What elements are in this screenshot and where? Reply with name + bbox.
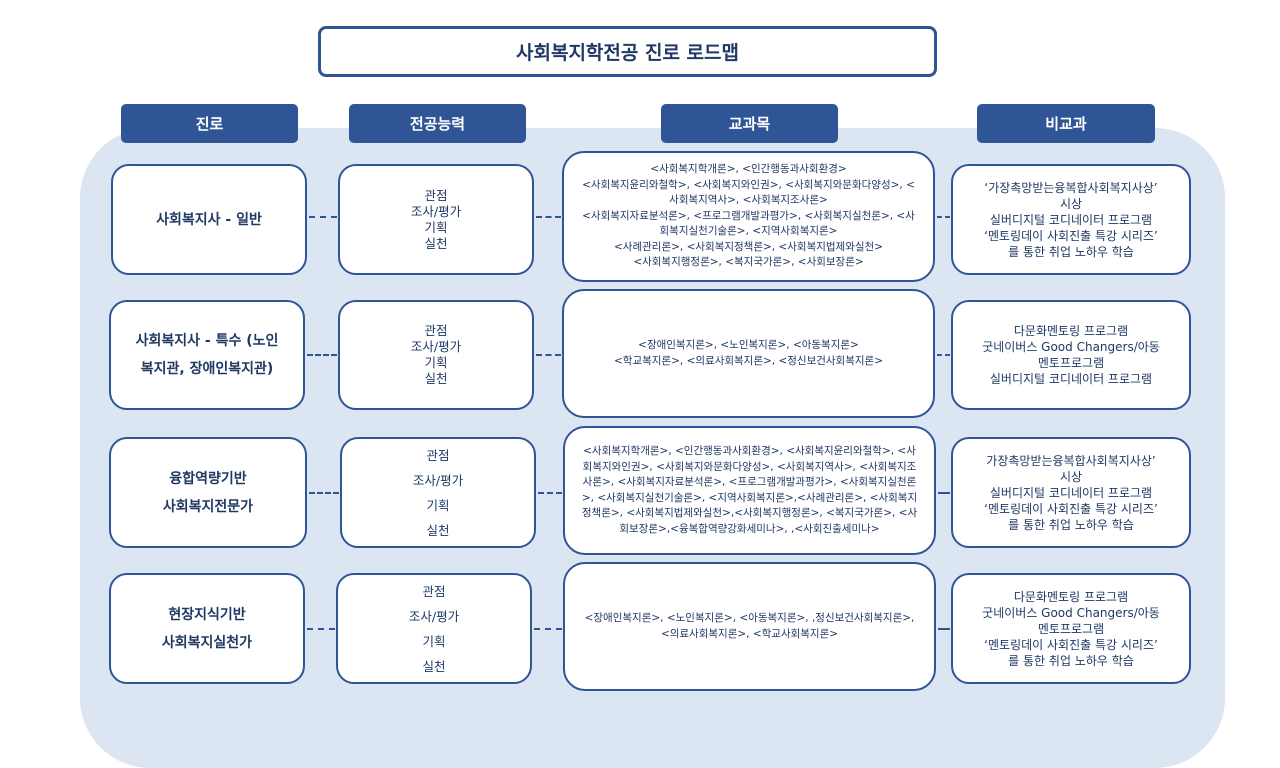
connector bbox=[307, 354, 337, 356]
extracurricular-box: 다문화멘토링 프로그램 굿네이버스 Good Changers/아동 멘토프로그… bbox=[951, 300, 1191, 410]
courses-box: <사회복지학개론>, <인간행동과사회환경> <사회복지윤리와철학>, <사회복… bbox=[562, 151, 935, 282]
connector bbox=[937, 216, 950, 218]
career-box: 현장지식기반 사회복지실천가 bbox=[109, 573, 305, 684]
competency-box: 관점 조사/평가 기획 실천 bbox=[338, 300, 534, 410]
career-box: 사회복지사 - 일반 bbox=[111, 164, 307, 275]
connector bbox=[534, 628, 562, 630]
courses-box: <사회복지학개론>, <인간행동과사회환경>, <사회복지윤리와철학>, <사회… bbox=[563, 426, 936, 555]
connector bbox=[937, 354, 950, 356]
extracurricular-box: 가장촉망받는융복합사회복지사상’ 시상 실버디지털 코디네이터 프로그램 ‘멘토… bbox=[951, 437, 1191, 548]
career-box: 사회복지사 - 특수 (노인 복지관, 장애인복지관) bbox=[109, 300, 305, 410]
courses-box: <장애인복지론>, <노인복지론>, <아동복지론> <학교복지론>, <의료사… bbox=[562, 289, 935, 418]
competency-box: 관점 조사/평가 기획 실천 bbox=[340, 437, 536, 548]
competency-box: 관점 조사/평가 기획 실천 bbox=[338, 164, 534, 275]
header-courses: 교과목 bbox=[661, 104, 838, 143]
header-career: 진로 bbox=[121, 104, 298, 143]
connector bbox=[538, 492, 562, 494]
header-competency: 전공능력 bbox=[349, 104, 526, 143]
extracurricular-box: ‘가장촉망받는융복합사회복지사상’ 시상 실버디지털 코디네이터 프로그램 ‘멘… bbox=[951, 164, 1191, 275]
connector bbox=[536, 216, 561, 218]
connector bbox=[536, 354, 561, 356]
connector bbox=[938, 628, 950, 630]
extracurricular-box: 다문화멘토링 프로그램 굿네이버스 Good Changers/아동 멘토프로그… bbox=[951, 573, 1191, 684]
connector bbox=[309, 216, 337, 218]
page-title: 사회복지학전공 진로 로드맵 bbox=[318, 26, 937, 77]
competency-box: 관점 조사/평가 기획 실천 bbox=[336, 573, 532, 684]
header-extracurricular: 비교과 bbox=[977, 104, 1155, 143]
connector bbox=[309, 492, 339, 494]
career-box: 융합역량기반 사회복지전문가 bbox=[109, 437, 307, 548]
courses-box: <장애인복지론>, <노인복지론>, <아동복지론>, ,정신보건사회복지론>,… bbox=[563, 562, 936, 691]
connector bbox=[938, 492, 950, 494]
connector bbox=[307, 628, 335, 630]
